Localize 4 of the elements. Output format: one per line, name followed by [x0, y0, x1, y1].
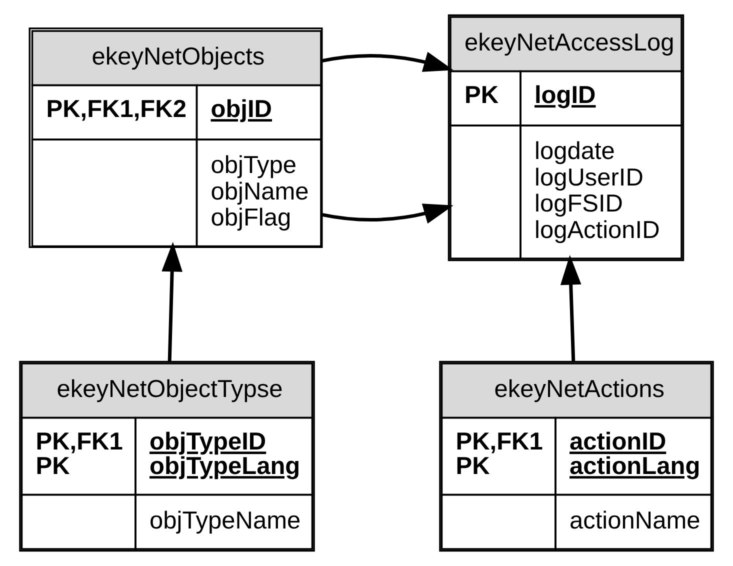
- arrow: [162, 242, 182, 362]
- arrow: [322, 52, 454, 72]
- arrow: [322, 204, 454, 224]
- arrow: [560, 254, 582, 362]
